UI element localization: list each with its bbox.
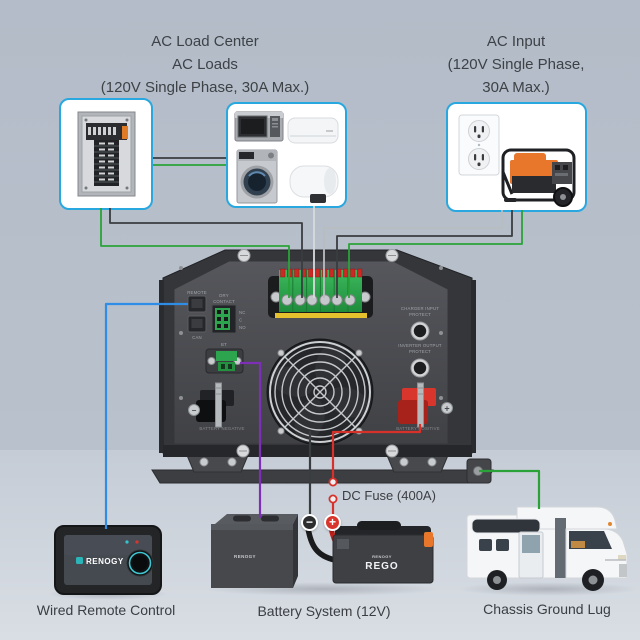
remote-knob [126,549,154,577]
remote-brand-text: RENOGY [86,557,124,566]
inverter-rear-panel: REMOTE CAN DRY CONTACT NC C NO BT [151,249,494,484]
ac-loads-appliances [234,111,339,204]
dry-pin-nc-label: NC [239,310,246,315]
air-conditioner-icon [287,117,339,144]
chassis-ground-caption: Chassis Ground Lug [483,601,611,617]
remote-port [187,295,207,313]
charger-breaker-label-line1: CHARGER INPUT [401,306,439,311]
generator-icon [501,148,576,207]
wired-remote-caption: Wired Remote Control [36,602,176,618]
battery-plus-badge: + [324,514,341,531]
ac-input-title: AC Input (120V Single Phase, 30A Max.) [401,30,631,99]
ac-load-center-title: AC Load Center AC Loads (120V Single Pha… [45,30,365,99]
load-center-panel [77,111,136,197]
bt-connector [205,348,244,374]
dry-contact-label-line1: DRY [219,293,229,298]
ac-terminal-block [268,268,373,318]
dry-contact-block [211,304,237,334]
battery-rego: RENOGY REGO [332,521,434,584]
water-heater-icon [289,165,339,203]
cooling-fan [266,338,374,446]
charger-input-breaker [410,321,430,341]
output-breaker-label-line2: PROTECT [409,349,431,354]
battery-positive-terminal: + [398,382,453,428]
ac-load-center-title-line1: AC Load Center [151,33,259,50]
ac-input-title-line2: (120V Single Phase, [447,56,585,73]
left-battery-brand-text: RENOGY [234,554,256,559]
remote-port-label: REMOTE [187,290,207,295]
wired-remote-control: RENOGY [54,525,162,595]
positive-symbol: + [444,404,449,414]
ac-load-center-title-line2: AC Loads [172,56,238,73]
battery-system: RENOGY RENOGY REGO [211,514,434,588]
rv-motorhome [466,506,628,591]
inverter-output-breaker [410,358,430,378]
ac-input-title-line1: AC Input [486,33,546,50]
battery-left: RENOGY [211,514,298,588]
output-breaker-label-line1: INVERTER OUTPUT [398,343,442,348]
bt-port-label: BT [221,342,227,347]
battery-minus-badge: − [301,514,318,531]
can-port [187,315,207,333]
dry-contact-label-line2: CONTACT [213,299,235,304]
negative-cable [305,527,336,563]
battery-system-caption: Battery System (12V) [257,603,391,619]
rego-model-text: REGO [365,561,398,572]
microwave-icon [234,111,284,142]
battery-negative-label: BATTERY NEGATIVE [199,426,244,431]
rego-brand-text: RENOGY [372,554,392,559]
dry-pin-c-label: C [239,318,242,323]
negative-symbol: − [192,406,197,415]
dc-fuse-label: DC Fuse (400A) [342,488,436,503]
battery-negative-terminal: − [188,382,234,428]
charger-breaker-label-line2: PROTECT [409,312,431,317]
ac-input-title-line3: 30A Max.) [482,79,550,96]
washing-machine-icon [236,149,278,204]
chassis-ground-lug [466,458,492,484]
can-port-label: CAN [192,335,202,340]
renogy-logo-icon [76,557,83,564]
ac-load-center-title-line3: (120V Single Phase, 30A Max.) [100,79,310,96]
battery-positive-label: BATTERY POSITIVE [396,426,440,431]
ac-outlet-icon [458,114,500,176]
dry-pin-no-label: NO [239,325,246,330]
